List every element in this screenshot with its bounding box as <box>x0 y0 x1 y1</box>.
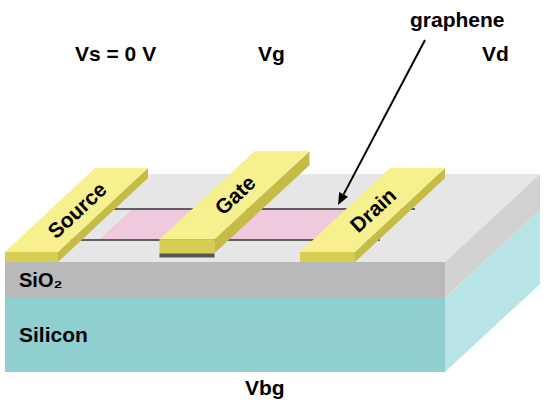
backgate-voltage: Vbg <box>245 376 285 399</box>
source-electrode: Source <box>38 173 115 247</box>
drain-top <box>300 168 445 252</box>
drain-electrode: Drain <box>341 179 405 241</box>
gate-voltage: Vg <box>258 42 285 65</box>
oxide-front <box>5 262 445 298</box>
gate-front <box>160 239 215 253</box>
pointer-line <box>344 40 425 194</box>
node-text: Silicon <box>19 323 459 346</box>
gate-electrode: Gate <box>205 166 264 223</box>
node-text: SiO₂ <box>19 269 459 291</box>
drain-front <box>300 252 355 262</box>
silicon-layer: Silicon <box>5 298 459 372</box>
gate-dielectric <box>160 253 215 257</box>
source-voltage: Vs = 0 V <box>75 42 156 65</box>
oxide-layer: SiO₂ <box>5 262 459 298</box>
drain-voltage: Vd <box>482 42 509 65</box>
node-text: Drain <box>345 183 400 236</box>
source-front <box>5 252 58 262</box>
callout-label: graphene <box>410 8 505 31</box>
node-text: Source <box>43 177 111 242</box>
pointer-head <box>338 192 348 205</box>
source-top <box>5 168 148 252</box>
silicon-side <box>445 210 540 372</box>
gate-top <box>160 151 310 239</box>
node-text: Gate <box>210 171 260 220</box>
